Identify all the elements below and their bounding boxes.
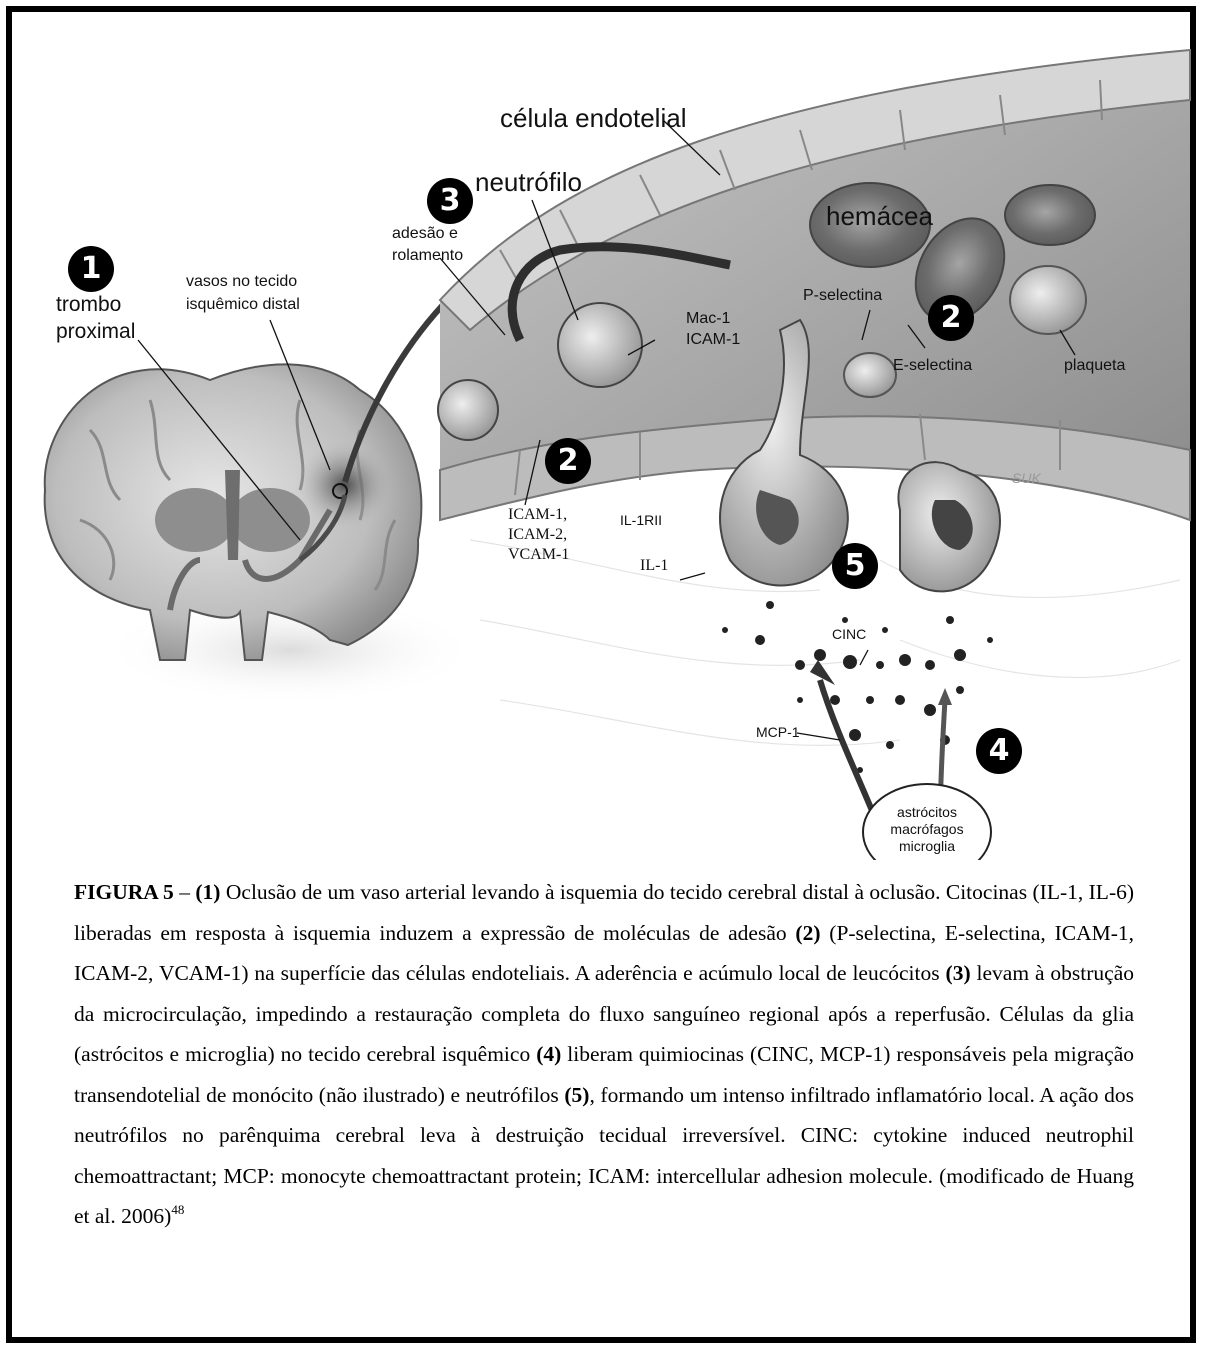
figure-caption: FIGURA 5 – (1) Oclusão de um vaso arteri…: [74, 872, 1134, 1237]
label-icam-list-1: ICAM-1,: [508, 506, 567, 524]
label-macrofagos: macrófagos: [884, 821, 970, 837]
label-adesao-line1: adesão e: [392, 225, 458, 243]
label-icam-list-3: VCAM-1: [508, 546, 569, 564]
marker-2-right: 2: [928, 295, 974, 341]
caption-marker-3: (3): [946, 961, 971, 985]
marker-3: 3: [427, 178, 473, 224]
caption-marker-4: (4): [536, 1042, 561, 1066]
caption-dash: –: [174, 880, 196, 904]
artist-signature: SUK: [1012, 470, 1041, 486]
label-mcp1: MCP-1: [756, 724, 800, 740]
label-cinc: CINC: [832, 626, 866, 642]
caption-marker-2: (2): [795, 921, 820, 945]
label-il1rii: IL-1RII: [620, 512, 662, 528]
label-p-selectina: P-selectina: [803, 287, 882, 305]
label-vasos-line2: isquêmico distal: [186, 296, 300, 314]
label-neutrofilo: neutrófilo: [475, 168, 582, 198]
label-icam-list-2: ICAM-2,: [508, 526, 567, 544]
brain-section: [45, 364, 422, 660]
label-icam1-top: ICAM-1: [686, 331, 740, 349]
marker-1: 1: [68, 246, 114, 292]
label-celula-endotelial: célula endotelial: [500, 104, 686, 134]
marker-5: 5: [832, 543, 878, 589]
label-microglia: microglia: [890, 838, 964, 854]
label-trombo-line2: proximal: [56, 320, 135, 344]
platelet-small: [844, 353, 896, 397]
label-il1: IL-1: [640, 557, 668, 575]
marker-2-left: 2: [545, 438, 591, 484]
label-e-selectina: E-selectina: [893, 357, 972, 375]
caption-marker-5: (5): [564, 1083, 589, 1107]
label-hemacea: hemácea: [826, 202, 933, 232]
label-adesao-line2: rolamento: [392, 247, 463, 265]
label-mac1: Mac-1: [686, 310, 730, 328]
caption-figure-label: FIGURA 5: [74, 880, 174, 904]
platelet: [1010, 266, 1086, 334]
label-plaqueta: plaqueta: [1064, 357, 1125, 375]
marker-4: 4: [976, 728, 1022, 774]
label-vasos-line1: vasos no tecido: [186, 273, 297, 291]
caption-marker-1: (1): [195, 880, 220, 904]
label-astrocitos: astrócitos: [890, 804, 964, 820]
label-trombo-line1: trombo: [56, 293, 121, 317]
tissue-texture: [470, 540, 1180, 745]
caption-reference: 48: [171, 1202, 184, 1217]
